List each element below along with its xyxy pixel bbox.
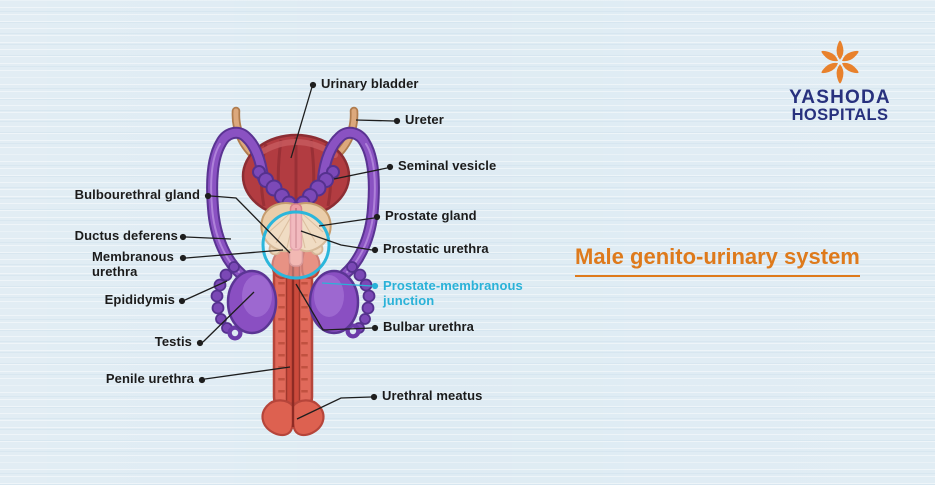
leader-ureter — [355, 117, 401, 125]
label-urinary-bladder: Urinary bladder — [321, 76, 419, 91]
leader-ductus-deferens — [179, 233, 232, 241]
label-urethral-meatus: Urethral meatus — [382, 388, 483, 403]
urethral-meatus-shape — [261, 399, 325, 437]
logo-text-line1: YASHODA — [789, 87, 891, 108]
logo-text-line2: HOSPITALS — [791, 106, 889, 125]
leader-prostate-gland — [318, 213, 381, 227]
label-membranous-urethra: Membranous urethra — [92, 249, 174, 279]
label-epididymis: Epididymis — [104, 292, 175, 307]
label-ductus-deferens: Ductus deferens — [74, 228, 178, 243]
label-prostate-gland: Prostate gland — [385, 208, 477, 223]
label-penile-urethra: Penile urethra — [105, 371, 194, 386]
page-title: Male genito-urinary system — [575, 244, 860, 277]
ductus-deferens-shapes — [206, 126, 380, 280]
prostate-membranous-junction-circle — [261, 210, 331, 280]
yashoda-hospitals-logo: YASHODA HOSPITALS — [765, 38, 915, 125]
testis-right-shape — [308, 261, 376, 339]
label-seminal-vesicle: Seminal vesicle — [398, 158, 497, 173]
leader-prostatic-urethra — [300, 230, 379, 254]
leader-bulbourethral-gland — [204, 192, 291, 254]
leader-urethral-meatus — [296, 393, 378, 420]
leader-prostate-membranous-junction — [321, 282, 379, 290]
leader-bulbar-urethra — [295, 283, 379, 332]
leader-seminal-vesicle — [333, 163, 394, 180]
leader-penile-urethra — [198, 366, 291, 384]
label-prostatic-urethra: Prostatic urethra — [383, 241, 489, 256]
label-bulbar-urethra: Bulbar urethra — [383, 319, 474, 334]
leader-urinary-bladder — [290, 81, 317, 159]
label-bulbourethral-gland: Bulbourethral gland — [74, 187, 200, 202]
leader-testis — [196, 291, 255, 347]
flower-icon — [821, 40, 859, 84]
label-testis: Testis — [154, 334, 192, 349]
leader-epididymis — [178, 280, 228, 305]
label-prostate-membranous-junction: Prostate-membranous junction — [383, 278, 523, 308]
label-ureter: Ureter — [405, 112, 444, 127]
leader-membranous-urethra — [179, 249, 284, 262]
